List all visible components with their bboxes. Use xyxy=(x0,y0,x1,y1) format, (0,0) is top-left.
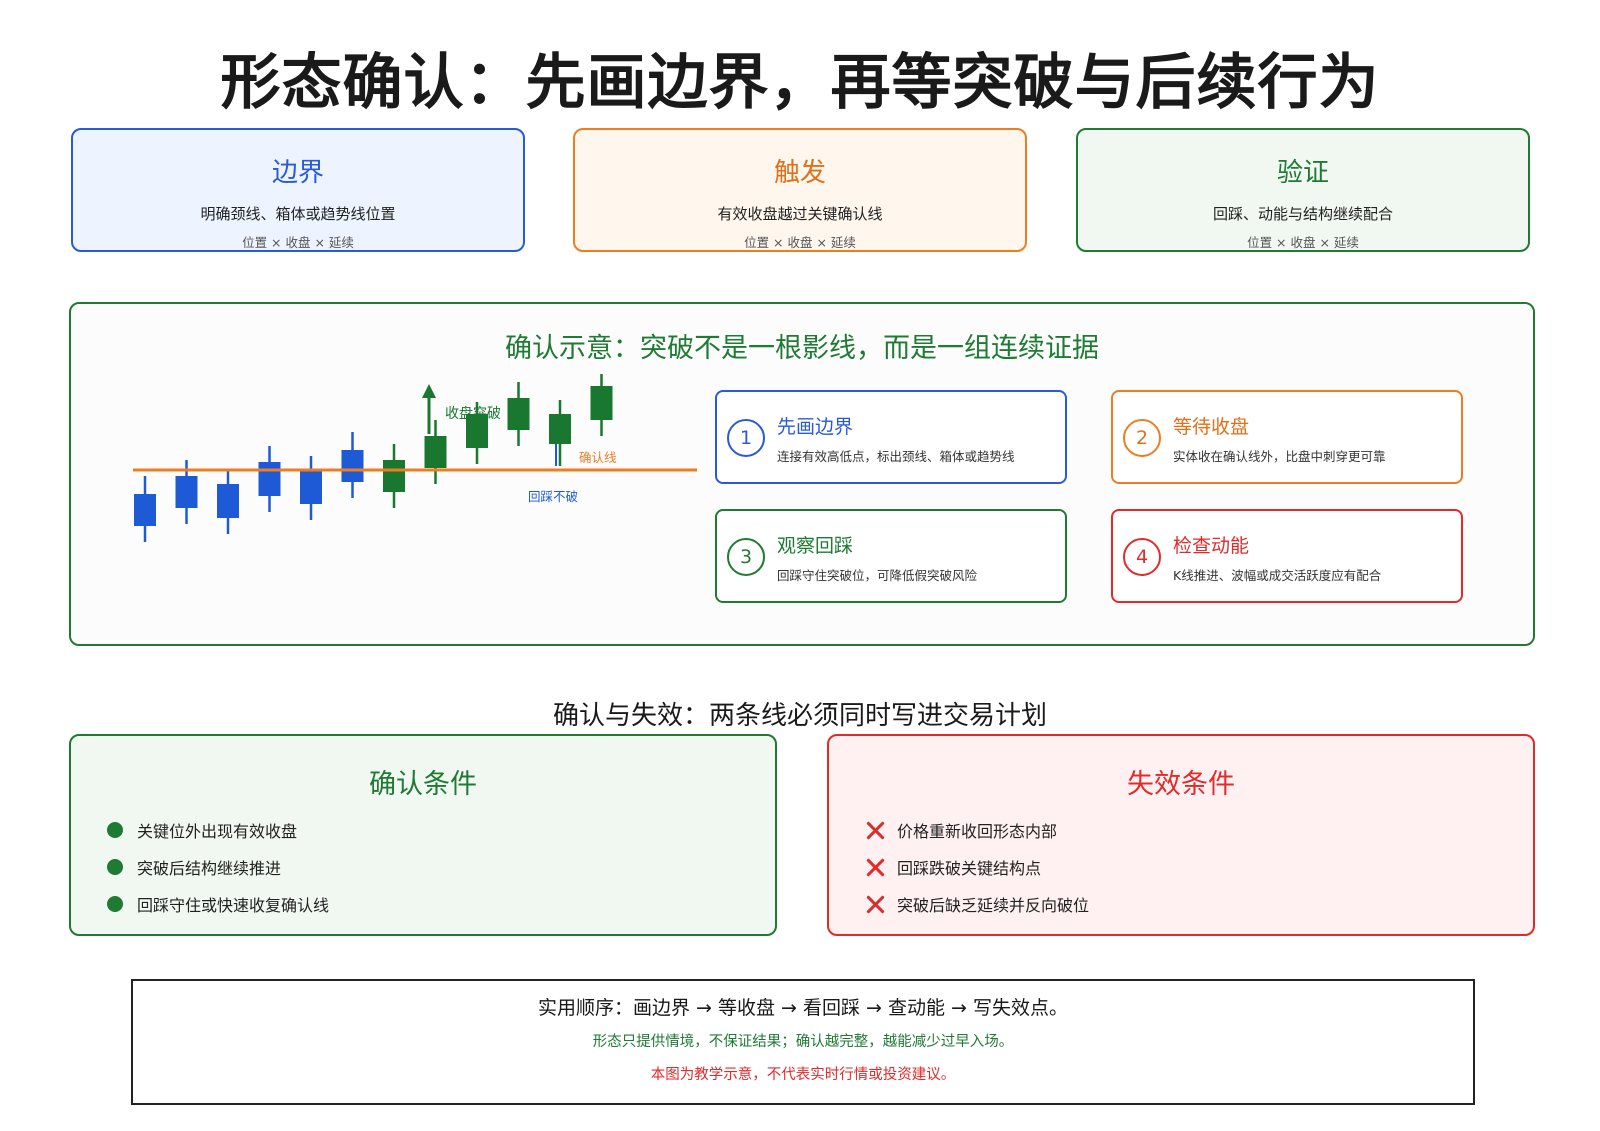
confirmation-diagram-panel: 确认示意：突破不是一根影线，而是一组连续证据 收盘突破 确认线 回踩不破 1 先… xyxy=(69,302,1535,646)
step-card-4: 4 检查动能 K线推进、波幅或成交活跃度应有配合 xyxy=(1111,509,1463,603)
card-trigger: 触发 有效收盘越过关键确认线 位置 × 收盘 × 延续 xyxy=(573,128,1027,252)
step-card-1: 1 先画边界 连接有效高低点，标出颈线、箱体或趋势线 xyxy=(715,390,1067,484)
list-item: 价格重新收回形态内部 xyxy=(865,818,1057,842)
fail-conditions-panel: 失效条件 价格重新收回形态内部 回踩跌破关键结构点 突破后缺乏延续并反向破位 xyxy=(827,734,1535,936)
card-title: 触发 xyxy=(773,158,826,188)
bull-candle xyxy=(507,382,530,446)
bull-candle xyxy=(466,402,488,464)
list-item-text: 价格重新收回形态内部 xyxy=(897,822,1058,841)
step-number: 2 xyxy=(1123,419,1161,457)
step-description: K线推进、波幅或成交活跃度应有配合 xyxy=(1173,568,1382,583)
step-title: 先画边界 xyxy=(777,416,854,438)
retest-label: 回踩不破 xyxy=(528,489,578,504)
card-tags: 位置 × 收盘 × 延续 xyxy=(744,235,856,250)
step-card-2: 2 等待收盘 实体收在确认线外，比盘中刺穿更可靠 xyxy=(1111,390,1463,484)
diagram-title: 确认示意：突破不是一根影线，而是一组连续证据 xyxy=(505,333,1099,364)
bear-candle xyxy=(341,432,364,498)
card-description: 明确颈线、箱体或趋势线位置 xyxy=(200,205,396,223)
list-item: 回踩守住或快速收复确认线 xyxy=(107,892,329,916)
list-item-text: 突破后缺乏延续并反向破位 xyxy=(897,896,1090,915)
footer-disclaimer: 本图为教学示意，不代表实时行情或投资建议。 xyxy=(650,1067,956,1083)
breakout-label: 收盘突破 xyxy=(445,405,501,421)
confirm-conditions-panel: 确认条件 关键位外出现有效收盘 突破后结构继续推进 回踩守住或快速收复确认线 xyxy=(69,734,777,936)
step-number: 4 xyxy=(1123,538,1161,576)
cross-icon xyxy=(865,820,885,840)
step-card-3: 3 观察回踩 回踩守住突破位，可降低假突破风险 xyxy=(715,509,1067,603)
footer-note: 形态只提供情境，不保证结果；确认越完整，越能减少过早入场。 xyxy=(592,1034,1014,1050)
card-description: 回踩、动能与结构继续配合 xyxy=(1212,205,1393,223)
check-dot-icon xyxy=(107,822,123,838)
card-tags: 位置 × 收盘 × 延续 xyxy=(242,235,354,250)
candlestick-illustration: 收盘突破 确认线 回踩不破 xyxy=(133,374,697,542)
candles xyxy=(134,374,613,542)
list-item-text: 关键位外出现有效收盘 xyxy=(137,822,298,841)
step-number: 3 xyxy=(727,538,765,576)
confirm-line-label: 确认线 xyxy=(579,451,617,465)
cross-icon xyxy=(865,894,885,914)
list-item-text: 突破后结构继续推进 xyxy=(137,859,282,878)
card-tags: 位置 × 收盘 × 延续 xyxy=(1247,235,1359,250)
list-item-text: 回踩守住或快速收复确认线 xyxy=(137,896,330,915)
bull-candle xyxy=(590,374,613,436)
step-number: 1 xyxy=(727,419,765,457)
footer-sequence: 实用顺序：画边界 → 等收盘 → 看回踩 → 查动能 → 写失效点。 xyxy=(538,997,1068,1019)
step-title: 观察回踩 xyxy=(777,535,854,557)
step-title: 检查动能 xyxy=(1173,535,1250,557)
list-item: 突破后缺乏延续并反向破位 xyxy=(865,892,1089,916)
breakout-arrow-icon xyxy=(422,384,436,434)
footer-summary-box: 实用顺序：画边界 → 等收盘 → 看回踩 → 查动能 → 写失效点。 形态只提供… xyxy=(131,979,1475,1105)
card-boundary: 边界 明确颈线、箱体或趋势线位置 位置 × 收盘 × 延续 xyxy=(71,128,525,252)
step-description: 回踩守住突破位，可降低假突破风险 xyxy=(777,568,978,583)
list-item: 回踩跌破关键结构点 xyxy=(865,855,1041,879)
bear-candle xyxy=(217,470,239,534)
step-title: 等待收盘 xyxy=(1173,416,1250,438)
confirm-conditions-title: 确认条件 xyxy=(369,769,477,800)
step-description: 连接有效高低点，标出颈线、箱体或趋势线 xyxy=(777,449,1015,464)
cross-icon xyxy=(865,857,885,877)
bear-candle xyxy=(134,476,156,542)
list-item-text: 回踩跌破关键结构点 xyxy=(897,859,1042,878)
bear-candle xyxy=(300,456,322,520)
bear-candle xyxy=(258,446,281,512)
card-verify: 验证 回踩、动能与结构继续配合 位置 × 收盘 × 延续 xyxy=(1076,128,1530,252)
list-item: 突破后结构继续推进 xyxy=(107,855,281,879)
bull-candle xyxy=(424,420,447,484)
card-title: 边界 xyxy=(271,158,324,188)
card-title: 验证 xyxy=(1276,158,1329,188)
step-description: 实体收在确认线外，比盘中刺穿更可靠 xyxy=(1173,449,1386,464)
page-title: 形态确认：先画边界，再等突破与后续行为 xyxy=(220,48,1380,118)
check-dot-icon xyxy=(107,859,123,875)
bull-candle xyxy=(383,444,405,508)
section-title: 确认与失效：两条线必须同时写进交易计划 xyxy=(552,701,1047,731)
list-item: 关键位外出现有效收盘 xyxy=(107,818,297,842)
card-description: 有效收盘越过关键确认线 xyxy=(717,205,883,223)
fail-conditions-title: 失效条件 xyxy=(1127,769,1235,800)
check-dot-icon xyxy=(107,896,123,912)
bull-candle xyxy=(549,400,571,466)
